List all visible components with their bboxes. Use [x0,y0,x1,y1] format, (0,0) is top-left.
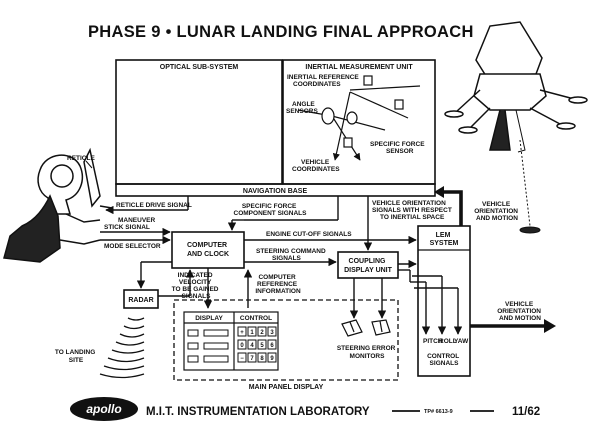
display-readout-short [187,355,199,363]
display-digits [187,329,229,363]
control-key-label: 2 [260,330,264,336]
vehicle-coordinates-label: VEHICLE COORDINATES [292,159,340,173]
computer-clock-label: COMPUTER AND CLOCK [187,242,229,258]
steering-command-label: STEERING COMMAND SIGNALS [256,248,328,262]
coupling-display-unit-box [337,251,399,279]
specific-force-signals-label: SPECIFIC FORCE COMPONENT SIGNALS [234,203,308,217]
control-key [257,339,267,350]
control-key-label: 5 [260,343,264,349]
apollo-logo-text: apollo [86,402,121,416]
pitch-label: PITCH [423,338,443,345]
control-key-label: 1 [250,330,254,336]
specific-force-sensor-label: SPECIFIC FORCE SENSOR [370,141,426,155]
computer-reference-label: COMPUTER REFERENCE INFORMATION [255,274,301,295]
control-key-label: 4 [250,343,254,349]
reticle-label: RETICLE [67,155,95,162]
signal-lines [100,196,546,335]
display-label: DISPLAY [195,315,223,322]
vehicle-orientation-right-label: VEHICLE ORIENTATION AND MOTION [497,301,543,322]
control-key [237,352,247,363]
radar-label: RADAR [128,297,153,304]
yaw-label: YAW [454,338,469,345]
maneuver-stick-signal-label: MANEUVER STICK SIGNAL [104,217,157,231]
engine-cutoff-label: ENGINE CUT-OFF SIGNALS [266,231,352,238]
lem-motion-indicator [519,139,541,234]
navigation-base [115,59,436,197]
landing-site-label: TO LANDING SITE [55,349,97,364]
control-label: CONTROL [240,315,272,322]
control-key [267,339,277,350]
reticle-drive-signal-label: RETICLE DRIVE SIGNAL [116,202,192,209]
angle-sensors-label: ANGLE SENSORS [286,101,318,115]
main-panel-display-label: MAIN PANEL DISPLAY [249,384,324,391]
main-panel-display-box [173,299,399,381]
radar-beam [99,317,145,379]
mode-selector-label: MODE SELECTOR [104,243,161,250]
lab-name: M.I.T. INSTRUMENTATION LABORATORY [146,406,370,418]
apollo-logo [70,397,138,421]
control-key [247,339,257,350]
lem-system-box [417,225,471,377]
display-readout-long [203,355,229,363]
vehicle-orientation-signals-label: VEHICLE ORIENTATION SIGNALS WITH RESPECT… [372,200,454,221]
irc-label: INERTIAL REFERENCE COORDINATES [287,74,361,88]
control-key [247,352,257,363]
reticle-pointer [85,160,93,169]
control-key [237,339,247,350]
control-key [267,352,277,363]
velocity-label: INDICATED VELOCITY TO BE GAINED SIGNALS [172,272,221,300]
radar-box [123,289,159,309]
control-key-label: 6 [270,343,274,349]
control-key-label: 7 [250,356,254,362]
control-key-label: + [240,330,244,336]
lem-system-label: LEM SYSTEM [430,232,459,247]
nav-base-label: NAVIGATION BASE [243,188,308,195]
feedback-thick-arrow [438,190,463,226]
computer-clock-box [171,231,245,269]
vehicle-orientation-top-label: VEHICLE ORIENTATION AND MOTION [474,201,520,222]
control-key [257,352,267,363]
optical-subsystem-box [115,59,283,185]
steering-error-monitors-label: STEERING ERROR MONITORS [337,345,397,360]
control-key-label: − [240,356,244,362]
imu-sensors [297,75,421,161]
footer-date: 11/62 [512,406,540,418]
steering-error-monitors [341,319,391,337]
coupling-display-unit-label: COUPLING DISPLAY UNIT [344,258,393,274]
control-signals-label: CONTROL SIGNALS [427,353,461,367]
control-key-label: 9 [270,356,274,362]
display-readout-short [187,329,199,337]
control-key [237,326,247,337]
control-key-label: 8 [260,356,264,362]
control-key [267,326,277,337]
display-control-panel [183,311,279,371]
roll-label: ROLL [439,338,457,345]
tp-number: TP# 6613-9 [424,409,453,415]
control-key [247,326,257,337]
optical-subsystem-label: OPTICAL SUB-SYSTEM [160,64,239,71]
display-readout-long [203,342,229,350]
vehicle-output-arrowhead [544,319,556,333]
display-readout-short [187,342,199,350]
display-readout-long [203,329,229,337]
control-key-label: 3 [270,330,274,336]
diagram-title: PHASE 9 • LUNAR LANDING FINAL APPROACH [88,23,474,41]
astronaut-illustration [3,147,113,263]
imu-label: INERTIAL MEASUREMENT UNIT [305,64,413,71]
control-key [257,326,267,337]
control-key-label: 0 [240,343,244,349]
lem-illustration [444,21,588,153]
nav-base-box [115,183,436,197]
